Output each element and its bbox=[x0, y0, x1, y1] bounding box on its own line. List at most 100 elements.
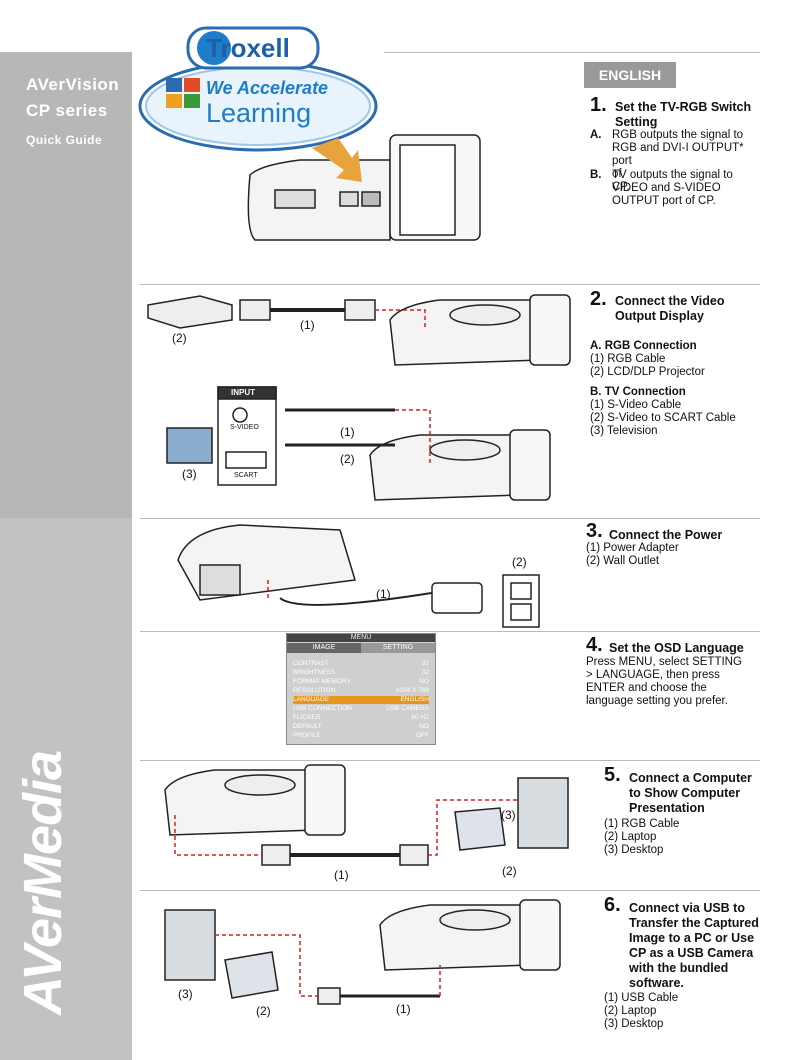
step-2: 2. Connect the Video Output Display A. R… bbox=[590, 288, 736, 437]
osd-row-value: NO bbox=[419, 723, 429, 730]
label-s6-desktop: (3) bbox=[178, 987, 193, 1001]
list-item: (2) LCD/DLP Projector bbox=[590, 366, 705, 378]
logo-tagline-2: Learning bbox=[206, 98, 312, 128]
scart-port-label: SCART bbox=[234, 472, 258, 479]
step-title: with the bundled bbox=[629, 961, 729, 975]
label-s5-laptop: (2) bbox=[502, 864, 517, 878]
step-number: 2. bbox=[590, 288, 607, 310]
list-item: (2) Wall Outlet bbox=[586, 555, 660, 567]
step-title: Image to a PC or Use bbox=[629, 931, 755, 945]
step-number: 4. bbox=[586, 634, 603, 656]
guide-subtitle: Quick Guide bbox=[26, 133, 103, 147]
step-text: ENTER and choose the bbox=[586, 682, 707, 694]
label-svideo-cable: (1) bbox=[340, 425, 355, 439]
osd-row-value: 60 HZ bbox=[411, 714, 429, 721]
sub-heading: A. RGB Connection bbox=[590, 340, 697, 352]
logo-brand: Troxell bbox=[206, 33, 290, 63]
osd-row-key: RESOLUTION bbox=[293, 687, 336, 694]
step-text: VIDEO and S-VIDEO bbox=[612, 182, 721, 194]
step-3: 3. Connect the Power (1) Power Adapter (… bbox=[586, 520, 722, 567]
osd-row-value: 32 bbox=[421, 669, 429, 676]
product-title: AVerVision bbox=[26, 75, 120, 94]
step-title: Presentation bbox=[629, 801, 705, 815]
label-s6-cable: (1) bbox=[396, 1002, 411, 1016]
step-4: 4. Set the OSD Language Press MENU, sele… bbox=[586, 634, 744, 707]
list-item: (1) USB Cable bbox=[604, 992, 679, 1004]
step-title: Connect the Power bbox=[609, 528, 723, 542]
osd-row: FLICKER 60 HZ bbox=[293, 714, 429, 722]
step-title: Transfer the Captured bbox=[629, 916, 759, 930]
step-text: RGB outputs the signal to bbox=[612, 129, 744, 141]
step-title: CP as a USB Camera bbox=[629, 946, 754, 960]
sidebar-panel bbox=[0, 52, 132, 518]
osd-row-value: 32 bbox=[421, 660, 429, 667]
osd-row-value: USB CAMERA bbox=[386, 705, 429, 712]
step-number: 5. bbox=[604, 764, 621, 786]
step-title: Connect the Video bbox=[615, 294, 725, 308]
step-number: 3. bbox=[586, 520, 603, 542]
troxell-logo: Troxell We Accelerate Learning bbox=[136, 22, 380, 154]
label-wall-outlet: (2) bbox=[512, 555, 527, 569]
list-item: (2) Laptop bbox=[604, 1005, 657, 1017]
logo-tagline-1: We Accelerate bbox=[206, 78, 329, 98]
input-panel-title: INPUT bbox=[231, 388, 255, 397]
divider bbox=[140, 760, 760, 761]
label-s6-laptop: (2) bbox=[256, 1004, 271, 1018]
step-title: Set the TV-RGB Switch bbox=[615, 100, 752, 114]
osd-row-key: CONTRAST bbox=[293, 660, 329, 667]
osd-row-key: USB CONNECTION bbox=[293, 705, 352, 712]
step-text: language setting you prefer. bbox=[586, 695, 728, 707]
step-title: to Show Computer bbox=[629, 786, 741, 800]
step-title: Set the OSD Language bbox=[609, 641, 744, 655]
step-title: Connect a Computer bbox=[629, 771, 752, 785]
product-series: CP series bbox=[26, 101, 108, 120]
osd-row: USB CONNECTION USB CAMERA bbox=[293, 705, 429, 713]
step-text: OUTPUT port of CP. bbox=[612, 195, 716, 207]
list-item: (1) Power Adapter bbox=[586, 542, 679, 554]
step-5: 5. Connect a Computer to Show Computer P… bbox=[604, 764, 752, 856]
list-item: (1) RGB Cable bbox=[604, 818, 680, 830]
osd-row: PROFILE OFF bbox=[293, 732, 429, 740]
divider bbox=[384, 52, 760, 53]
osd-row-key: FORMAT MEMORY bbox=[293, 678, 351, 685]
list-item: (3) Television bbox=[590, 425, 658, 437]
step-title: software. bbox=[629, 976, 684, 990]
label-s5-cable: (1) bbox=[334, 868, 349, 882]
step-text: RGB and DVI-I OUTPUT* bbox=[612, 142, 744, 154]
step-text: > LANGUAGE, then press bbox=[586, 669, 720, 681]
osd-title: MENU bbox=[287, 634, 435, 642]
label-projector: (2) bbox=[172, 331, 187, 345]
item-letter: B. bbox=[590, 169, 602, 181]
step-number: 1. bbox=[590, 94, 607, 116]
osd-row-key: LANGUAGE bbox=[293, 696, 330, 703]
step-1: 1. Set the TV-RGB Switch Setting A. RGB … bbox=[590, 94, 751, 207]
step-number: 6. bbox=[604, 894, 621, 916]
step-text: port of CP. bbox=[612, 155, 632, 193]
osd-row: CONTRAST 32 bbox=[293, 660, 429, 668]
label-s5-desktop: (3) bbox=[501, 808, 516, 822]
osd-row-value: NO bbox=[419, 678, 429, 685]
divider bbox=[140, 284, 760, 285]
step-title: Setting bbox=[615, 115, 658, 129]
list-item: (1) RGB Cable bbox=[590, 353, 666, 365]
label-television: (3) bbox=[182, 467, 197, 481]
osd-row-key: FLICKER bbox=[293, 714, 321, 721]
list-item: (3) Desktop bbox=[604, 1018, 664, 1030]
list-item: (2) S-Video to SCART Cable bbox=[590, 412, 736, 424]
divider bbox=[140, 890, 760, 891]
sidebar-panel-lower bbox=[0, 518, 132, 1060]
osd-row-key: PROFILE bbox=[293, 732, 321, 739]
list-item: (2) Laptop bbox=[604, 831, 657, 843]
osd-row-value: OFF bbox=[416, 732, 429, 739]
label-rgb-cable: (1) bbox=[300, 318, 315, 332]
divider bbox=[140, 631, 760, 632]
osd-tab-setting: SETTING bbox=[361, 643, 435, 653]
label-power-adapter: (1) bbox=[376, 587, 391, 601]
step-title: Connect via USB to bbox=[629, 901, 745, 915]
step-text: TV outputs the signal to bbox=[612, 169, 733, 181]
